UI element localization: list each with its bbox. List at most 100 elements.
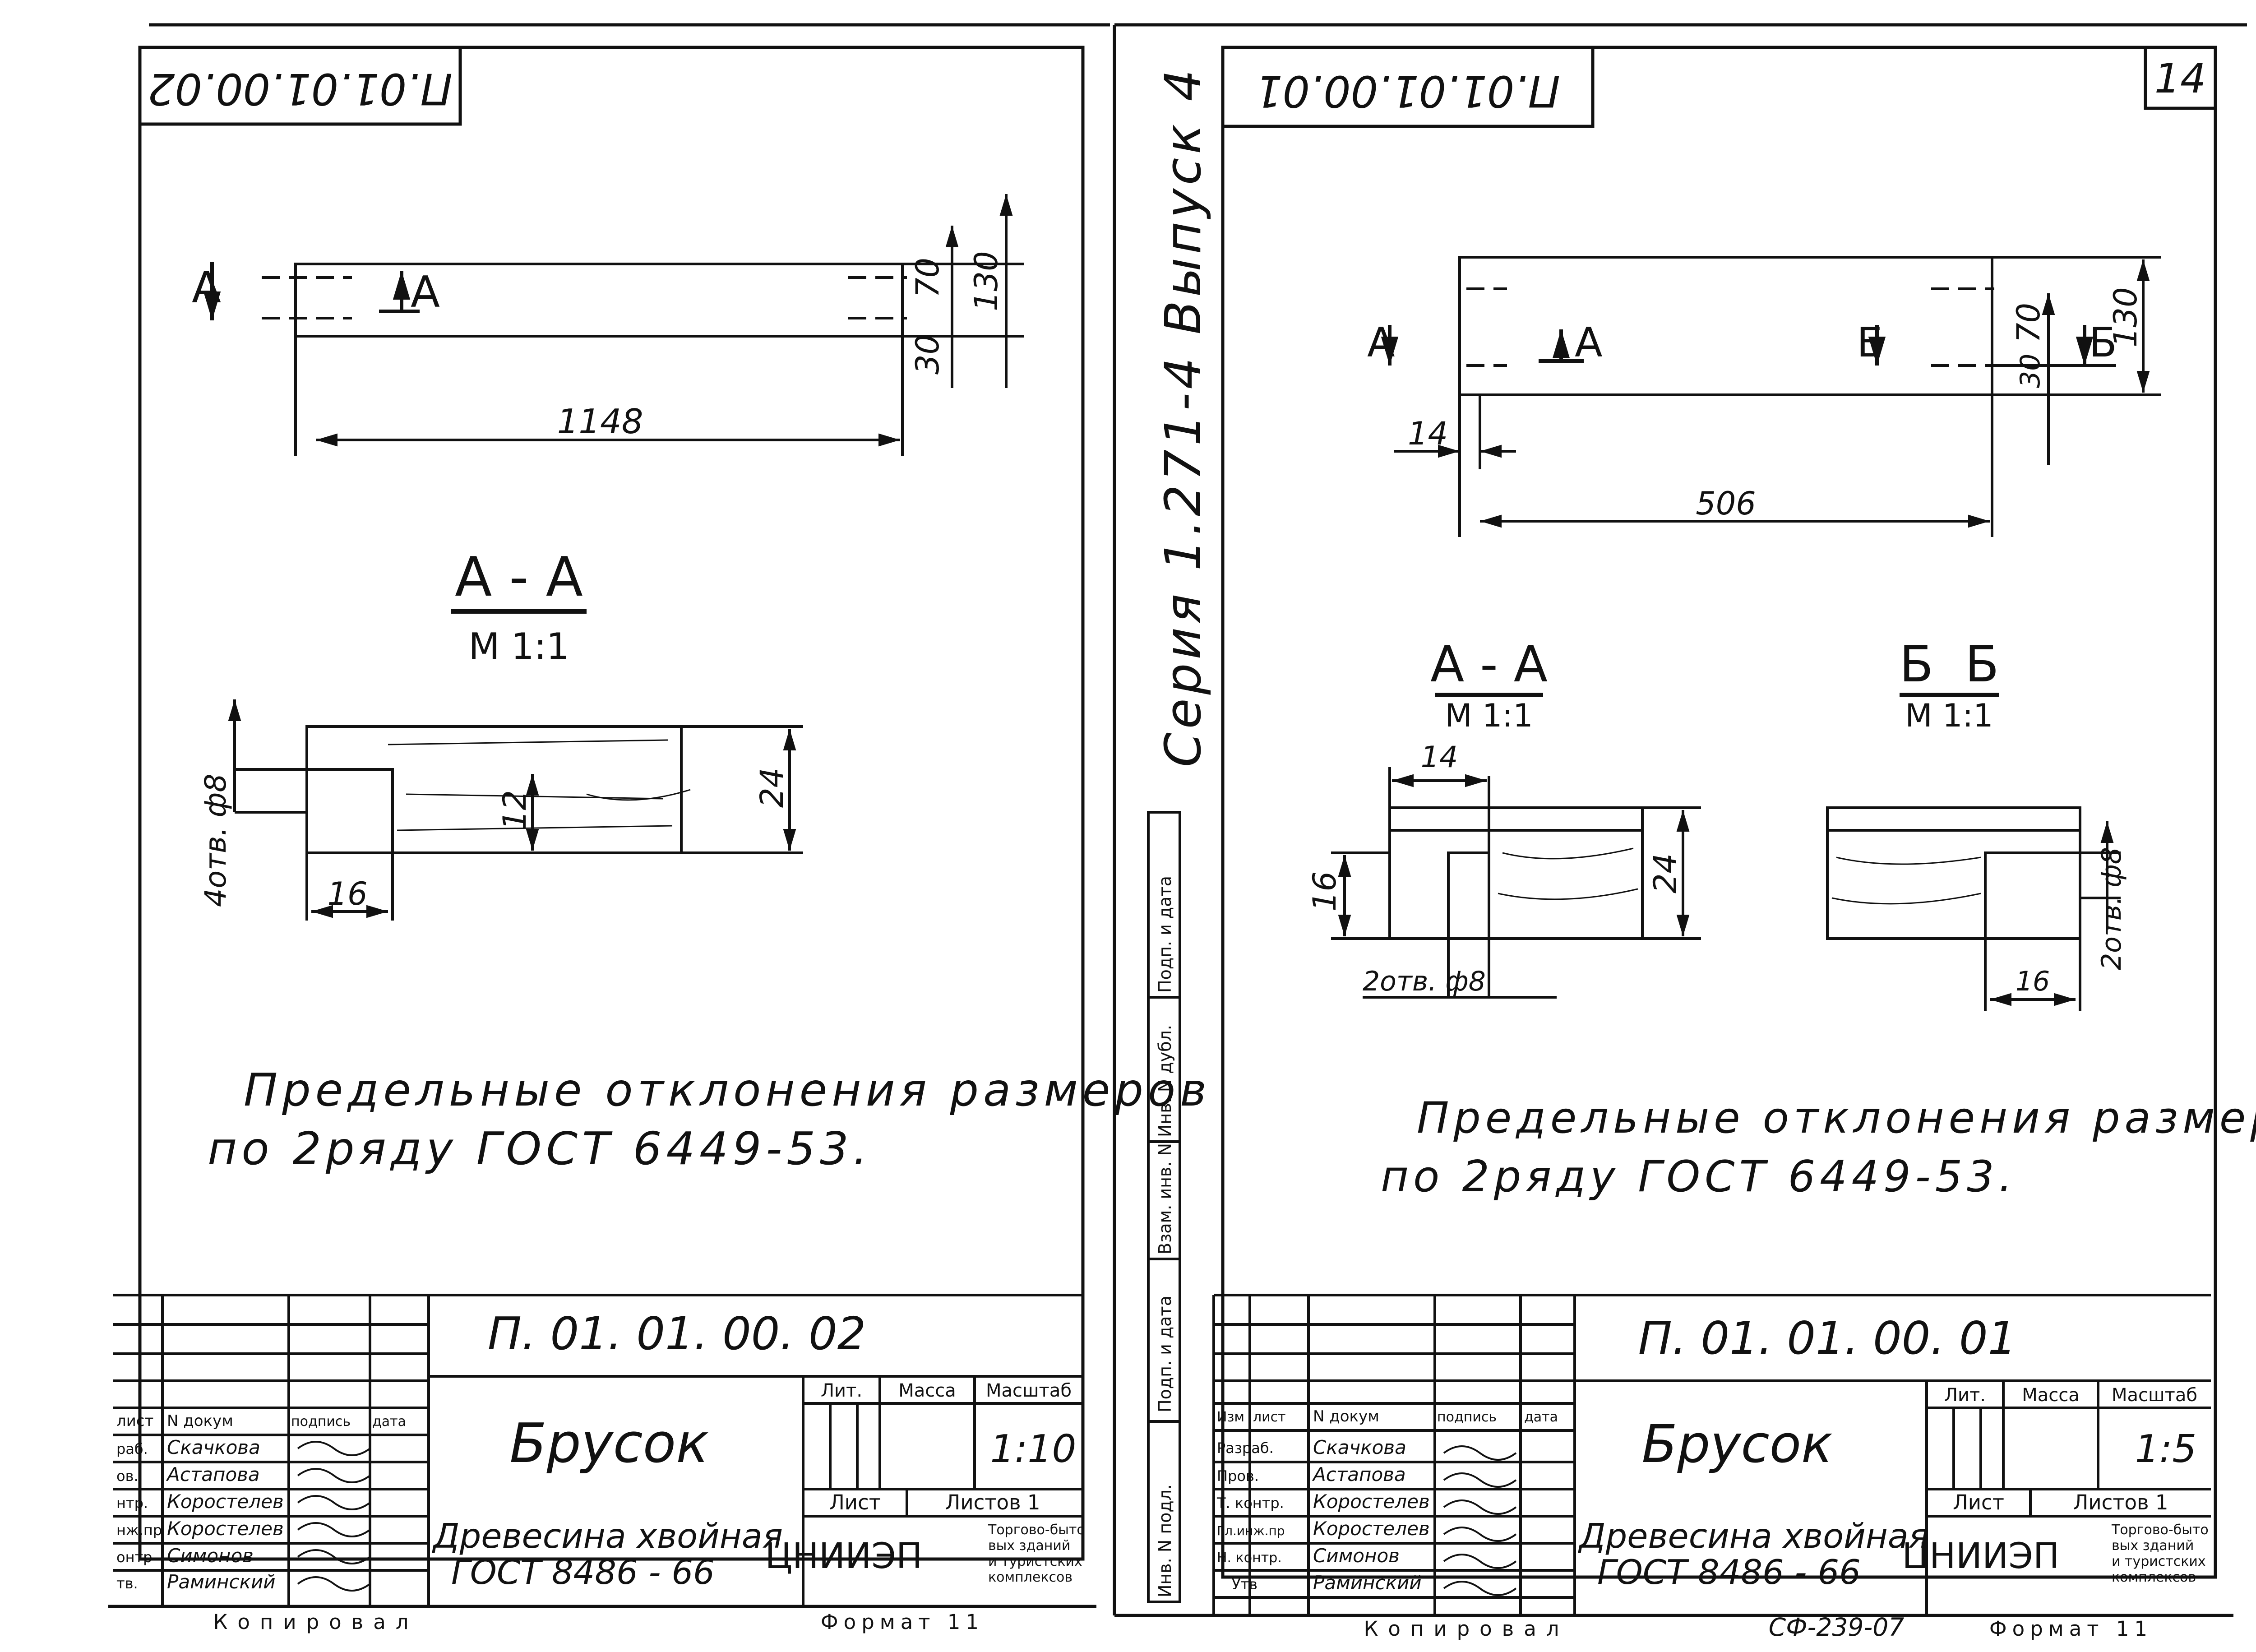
right-section-aa-dim-16: 16 [1306, 871, 1343, 912]
left-tb-org-desc1: Торгово-быто [988, 1522, 1085, 1538]
right-cut-a-1: А [1367, 319, 1395, 366]
right-tb-copied: Копировал [1364, 1617, 1569, 1641]
signer-name: Симонов [1313, 1545, 1400, 1567]
signer-role: Гл.инж.пр [1217, 1523, 1285, 1538]
signer-name: Коростелев [167, 1490, 284, 1513]
side-stamp-vzam: Взам. инв. N [1155, 1143, 1175, 1254]
right-cut-a-2: А [1575, 319, 1603, 366]
signer-role: Разраб. [1217, 1439, 1274, 1457]
left-tb-format: Формат 11 [821, 1610, 984, 1634]
left-tb-material2: ГОСТ 8486 - 66 [451, 1552, 715, 1592]
right-section-aa-dim-24: 24 [1647, 853, 1684, 893]
right-section-aa-scale: М 1:1 [1445, 697, 1533, 734]
side-stamp-inv-podl: Инв. N подл. [1155, 1484, 1175, 1597]
right-note-line1: Предельные отклонения размеров [1417, 1093, 2256, 1143]
right-tb-hdr-sign: подпись [1437, 1409, 1497, 1425]
right-tb-hdr-izm: Изм [1217, 1409, 1244, 1425]
right-tb-hdr-date: дата [1524, 1409, 1558, 1425]
left-tb-signers: раб. Скачкова ов. Астапова нтр. Коростел… [116, 1436, 371, 1593]
right-tb-material2: ГОСТ 8486 - 66 [1597, 1552, 1861, 1592]
left-title-block [113, 1294, 1083, 1606]
right-tb-col-mass: Масса [2022, 1385, 2080, 1406]
right-section-bb-holes: 2отв. ф8 [2096, 847, 2127, 970]
left-dim-130: 130 [968, 251, 1005, 311]
left-section-dim-24: 24 [754, 768, 791, 808]
right-tb-name: Брусок [1642, 1414, 1833, 1475]
left-tb-hdr-date: дата [372, 1414, 406, 1430]
right-cut-b-1: Б [1857, 319, 1885, 366]
right-tb-org-desc3: и туристских [2112, 1554, 2206, 1569]
left-tb-name: Брусок [509, 1412, 708, 1475]
left-tb-org-desc2: вых зданий [988, 1538, 1070, 1554]
right-tb-hdr-doc: N докум [1313, 1407, 1379, 1425]
signer-role: Пров. [1217, 1467, 1259, 1485]
signer-role: тв. [116, 1575, 138, 1592]
left-tb-scale: 1:10 [990, 1427, 1077, 1472]
right-section-aa-drawing [1331, 767, 1701, 999]
left-note-line1: Предельные отклонения размеров [244, 1064, 1211, 1116]
signer-name: Раминский [1313, 1572, 1422, 1594]
left-tb-sheets: Листов 1 [945, 1490, 1040, 1514]
signer-name: Коростелев [1313, 1490, 1430, 1513]
right-tb-scale: 1:5 [2135, 1427, 2197, 1472]
signer-name: Скачкова [167, 1436, 260, 1458]
sheet-borders [108, 23, 2247, 1617]
right-side-series: Серия 1.271-4 Выпуск 4 [1154, 66, 1212, 767]
right-tb-col-lit: Лит. [1944, 1385, 1986, 1406]
right-section-aa-title: А - А [1430, 635, 1548, 693]
right-section-aa-holes: 2отв. ф8 [1363, 966, 1486, 997]
right-dim-70: 70 [2010, 303, 2047, 343]
signer-role: онтр [116, 1549, 152, 1566]
left-tb-code: П. 01. 01. 00. 02 [488, 1307, 866, 1360]
right-section-bb-scale: М 1:1 [1905, 697, 1993, 734]
left-tb-col-lit: Лит. [821, 1380, 862, 1401]
right-note-line2: по 2ряду ГОСТ 6449-53. [1381, 1152, 2017, 1202]
page-number-box [2144, 46, 2217, 110]
left-section-holes: 4отв. ф8 [199, 773, 233, 907]
right-page-number: 14 [2154, 55, 2206, 102]
signer-name: Астапова [166, 1463, 260, 1485]
signer-role: нж.пр [116, 1522, 162, 1539]
left-code-stamp: П.01.01.00.02 [138, 46, 462, 126]
signer-name: Раминский [167, 1571, 276, 1593]
left-cut-label-2: А [411, 268, 440, 317]
right-dim-length: 506 [1696, 485, 1756, 522]
right-section-bb-dim-16: 16 [2016, 966, 2050, 997]
left-tb-org: ЦНИИЭП [765, 1536, 922, 1577]
left-cut-label-1: А [192, 263, 221, 313]
left-tb-hdr-sign: подпись [291, 1414, 351, 1430]
left-section-dim-12: 12 [496, 790, 533, 830]
signer-name: Коростелев [1313, 1518, 1430, 1540]
right-section-bb-drawing [1826, 806, 2121, 1011]
right-dim-30: 30 [2015, 354, 2046, 388]
right-cut-b-2: Б [2089, 319, 2117, 366]
left-tb-sheet: Лист [829, 1490, 881, 1514]
signer-name: Симонов [167, 1545, 254, 1567]
signer-role: нтр. [116, 1495, 148, 1512]
left-tb-hdr-doc: N докум [167, 1412, 233, 1430]
right-tb-org: ЦНИИЭП [1902, 1536, 2059, 1577]
right-section-bb-title: Б Б [1900, 635, 1999, 693]
signer-role: Н. контр. [1217, 1550, 1282, 1566]
side-stamp-podp-2: Подп. и дата [1155, 876, 1175, 993]
left-tb-copied: Копировал [213, 1610, 418, 1634]
left-tb-org-desc4: комплексов [988, 1569, 1073, 1585]
right-tb-material1: Древесина хвойная [1578, 1516, 1929, 1556]
right-dim-14: 14 [1408, 415, 1448, 452]
right-tb-org-desc1: Торгово-быто [2111, 1522, 2209, 1538]
left-dim-70: 70 [909, 258, 946, 298]
left-section-drawing [228, 699, 803, 921]
side-stamp-podp-1: Подп. и дата [1155, 1296, 1175, 1412]
signer-name: Астапова [1312, 1463, 1406, 1485]
left-note-line2: по 2ряду ГОСТ 6449-53. [208, 1122, 872, 1175]
right-tb-sf-code: СФ-239-07 [1769, 1613, 1904, 1642]
left-tb-col-scale: Масштаб [986, 1380, 1072, 1401]
right-code-stamp-text: П.01.01.00.01 [1255, 66, 1560, 116]
right-tb-sheet: Лист [1953, 1490, 2004, 1514]
side-stamp-dubl: Инв. N дубл. [1155, 1025, 1175, 1137]
left-section-dim-16: 16 [327, 875, 367, 912]
right-section-aa-dim-14: 14 [1421, 740, 1458, 774]
left-tb-hdr-list: лист [116, 1412, 153, 1430]
left-tb-org-desc3: и туристских [988, 1554, 1082, 1569]
